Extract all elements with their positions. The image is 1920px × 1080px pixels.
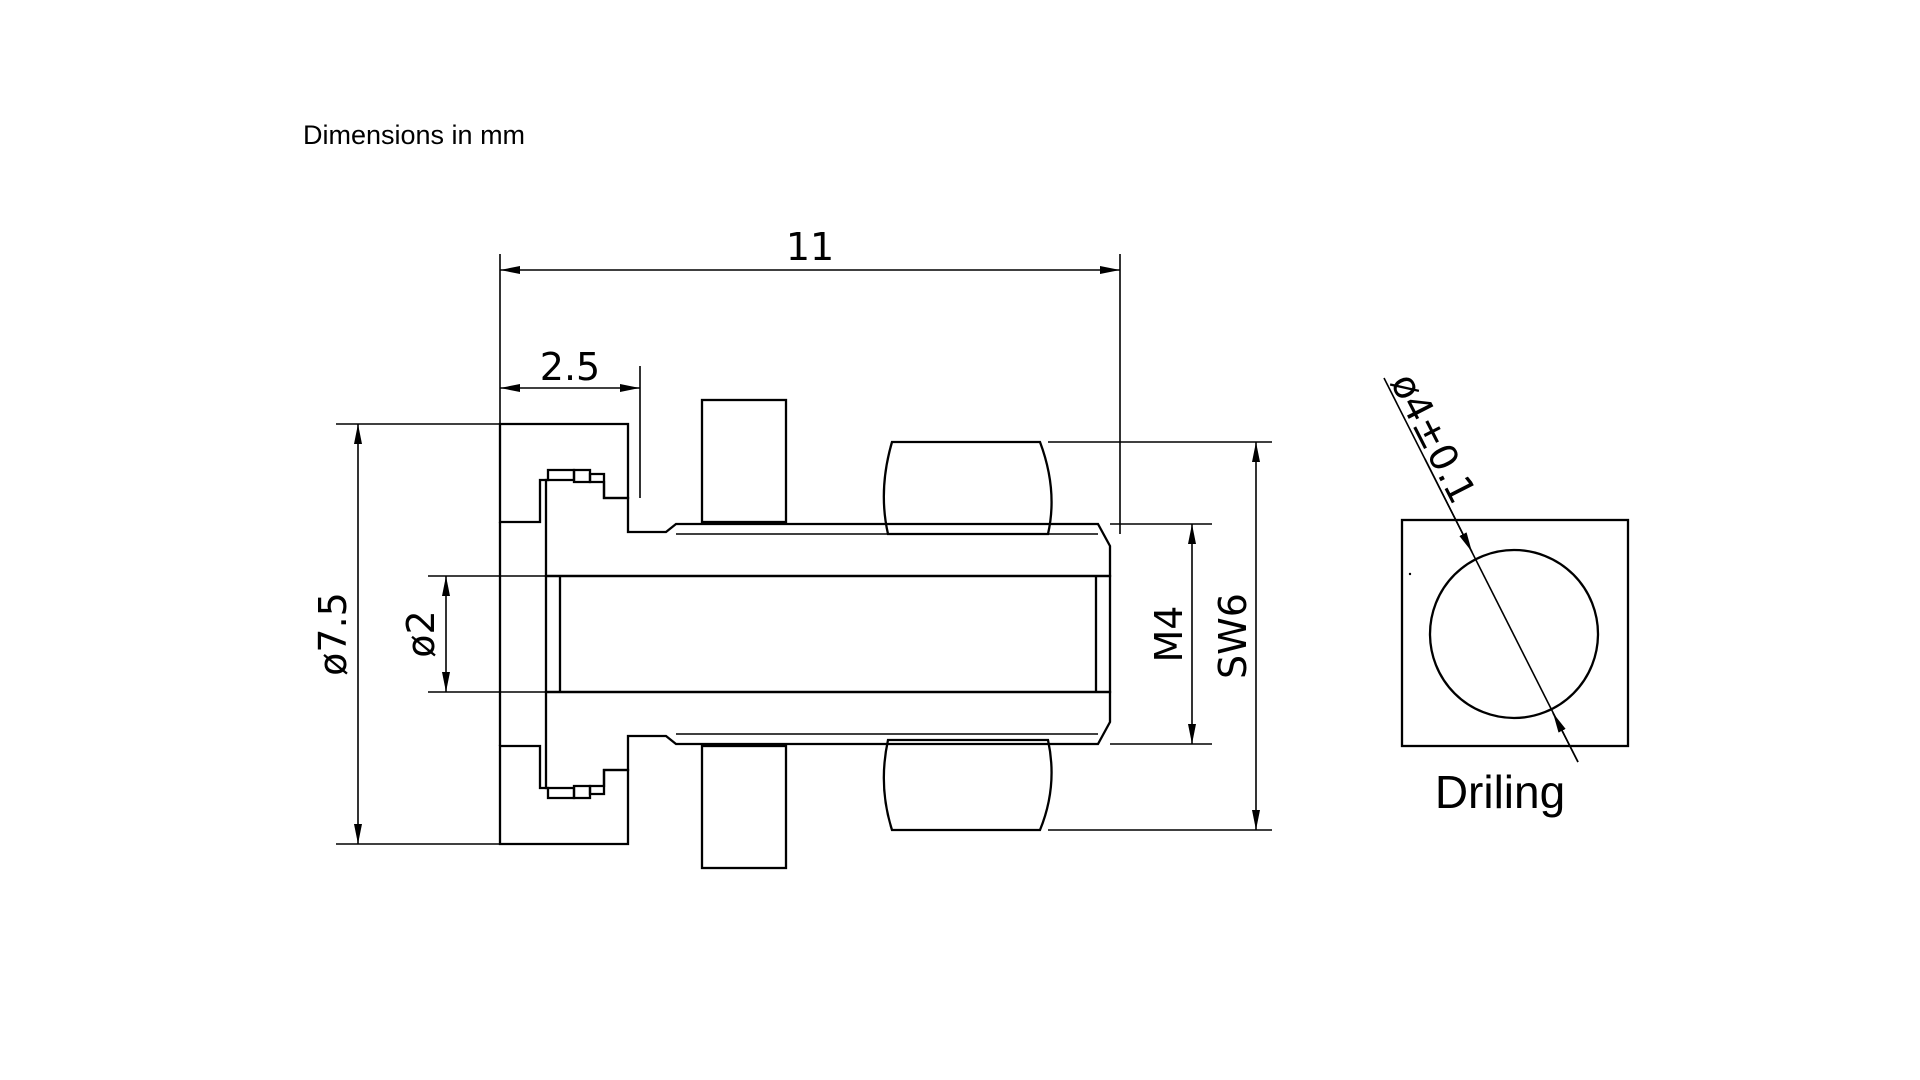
middle-insulator <box>700 398 788 870</box>
drilling-detail: ø4±0.1 Driling <box>1382 366 1630 818</box>
dim-wrench-size: SW6 <box>1211 593 1255 679</box>
head-insulator <box>498 422 630 846</box>
drilling-label: Driling <box>1435 766 1565 818</box>
extension-lines <box>336 254 1272 845</box>
dim-head-thickness: 2.5 <box>540 345 600 389</box>
dim-bore-diameter: ø2 <box>399 610 443 657</box>
drilling-panel <box>1400 518 1630 748</box>
bore <box>544 574 1112 694</box>
units-caption: Dimensions in mm <box>303 120 526 150</box>
dimension-lines <box>354 266 1260 844</box>
dim-drill-hole: ø4±0.1 <box>1382 366 1485 510</box>
dim-overall-length: 11 <box>786 225 834 269</box>
dim-thread: M4 <box>1147 606 1191 663</box>
threaded-sleeve <box>544 468 1112 800</box>
drill-leader <box>1383 377 1579 763</box>
dim-head-diameter: ø7.5 <box>311 592 355 676</box>
drill-hole <box>1428 548 1600 720</box>
hex-nut <box>882 440 1053 832</box>
